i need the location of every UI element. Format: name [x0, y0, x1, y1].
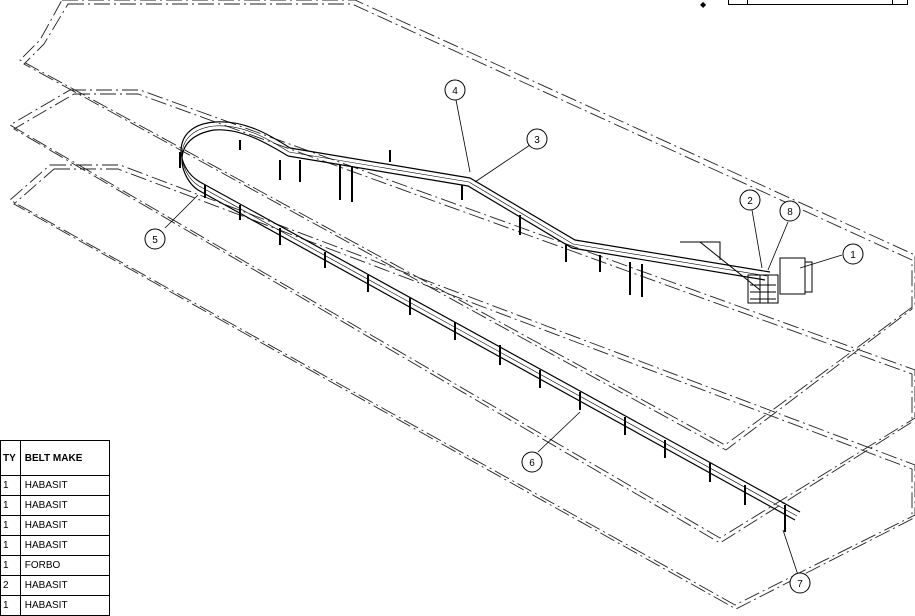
conveyor-outer-edge — [180, 121, 801, 513]
balloon-3: 3 — [526, 128, 548, 150]
floor-plate-upper — [19, 0, 915, 446]
floor-plate-middle-offset — [13, 93, 913, 544]
bom-qty: 1 — [0, 515, 21, 536]
svg-text:8: 8 — [787, 207, 793, 218]
bom-qty: 1 — [0, 555, 21, 576]
bom-belt-make: FORBO — [19, 555, 110, 576]
title-block-fragment — [728, 0, 908, 5]
title-tick-mark: ◆ — [700, 0, 707, 9]
svg-text:5: 5 — [152, 235, 158, 246]
bom-qty: 1 — [0, 535, 21, 556]
floor-plate-lower — [9, 164, 915, 606]
item-balloons: 1 2 3 4 5 6 7 8 — [144, 79, 864, 594]
bom-header-qty: TY — [0, 440, 21, 476]
balloon-7: 7 — [789, 572, 811, 594]
svg-text:4: 4 — [452, 86, 458, 97]
floor-plate-upper-offset — [23, 3, 913, 451]
balloon-6: 6 — [521, 451, 543, 473]
bom-belt-make: HABASIT — [19, 475, 110, 496]
support-legs — [179, 140, 786, 532]
floor-plates — [9, 0, 915, 609]
svg-text:1: 1 — [850, 250, 856, 261]
balloon-8: 8 — [779, 200, 801, 222]
svg-text:7: 7 — [797, 579, 803, 590]
svg-text:2: 2 — [747, 196, 753, 207]
balloon-1: 1 — [842, 243, 864, 265]
svg-text:6: 6 — [529, 458, 535, 469]
bom-header-belt-make: BELT MAKE — [19, 440, 110, 476]
bom-qty: 1 — [0, 475, 21, 496]
conveyor-belt-center — [181, 125, 798, 517]
bom-belt-make: HABASIT — [19, 595, 110, 616]
svg-text:3: 3 — [534, 135, 540, 146]
balloon-4: 4 — [444, 79, 466, 101]
balloon-2: 2 — [739, 189, 761, 211]
bom-qty: 1 — [0, 495, 21, 516]
bom-belt-make: HABASIT — [19, 515, 110, 536]
bom-belt-make: HABASIT — [19, 575, 110, 596]
floor-plate-middle — [9, 89, 915, 539]
bom-belt-make: HABASIT — [19, 495, 110, 516]
balloon-5: 5 — [144, 228, 166, 250]
bom-qty: 2 — [0, 575, 21, 596]
floor-plate-lower-offset — [13, 168, 913, 609]
bom-belt-make: HABASIT — [19, 535, 110, 556]
bom-qty: 1 — [0, 595, 21, 616]
bom-header-row: TY BELT MAKE — [0, 440, 110, 476]
drive-platform — [680, 241, 813, 304]
leader-lines — [164, 99, 843, 576]
